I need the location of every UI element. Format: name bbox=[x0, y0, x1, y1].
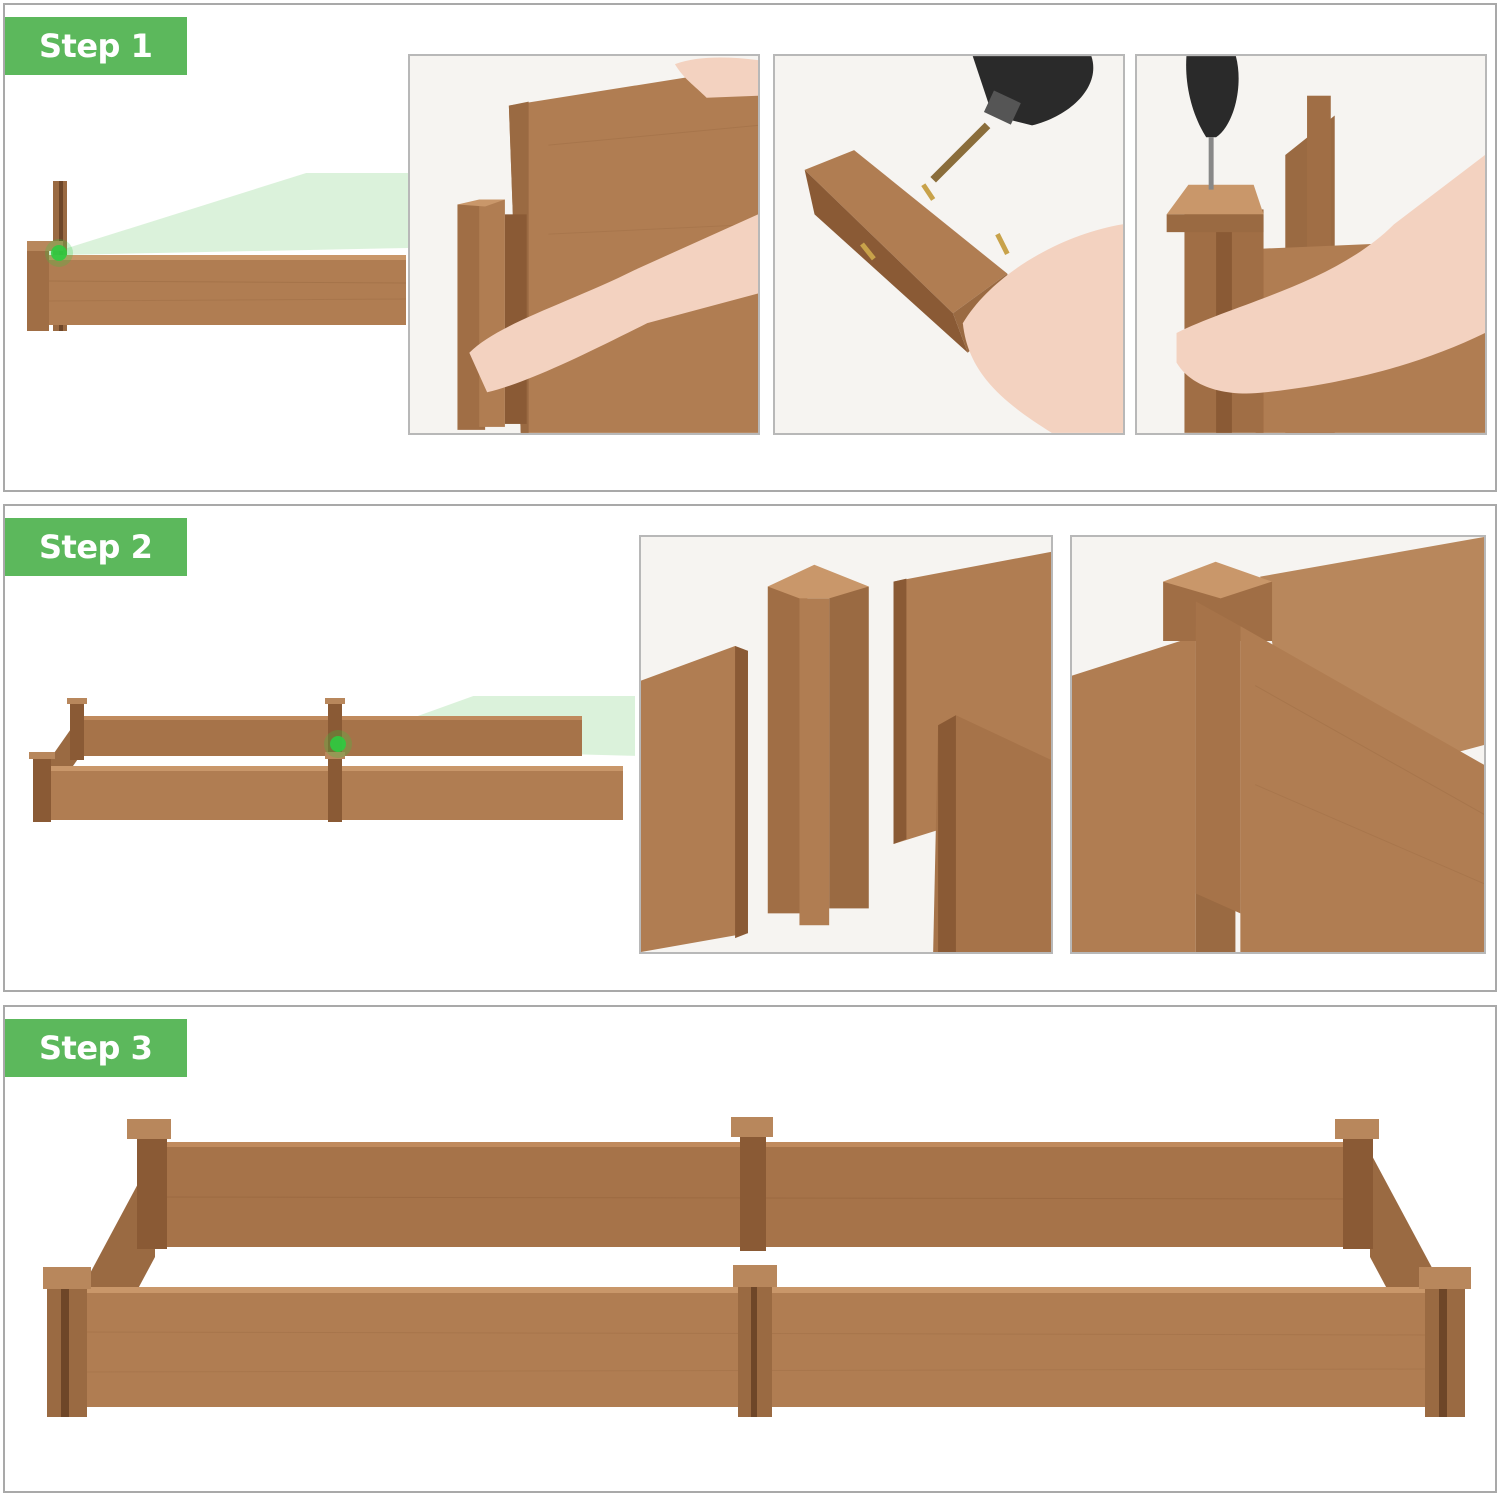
hand-icon bbox=[1176, 155, 1485, 394]
hand-icon bbox=[962, 224, 1123, 433]
step-1-photo-insert-board bbox=[408, 54, 760, 435]
step-2-photo-assembled-joint bbox=[1070, 535, 1486, 954]
green-dot-icon bbox=[330, 736, 346, 752]
screw-icon bbox=[860, 183, 1010, 261]
step-1-panel: Step 1 bbox=[3, 3, 1497, 492]
step-3-badge: Step 3 bbox=[5, 1019, 187, 1077]
drill-icon bbox=[1186, 56, 1239, 138]
step-3-panel: Step 3 bbox=[3, 1005, 1497, 1493]
step-3-completed-bed-illustration bbox=[35, 1107, 1475, 1427]
green-dot-icon bbox=[51, 245, 67, 261]
step-1-badge: Step 1 bbox=[5, 17, 187, 75]
step-1-photo-attach-cap bbox=[1135, 54, 1487, 435]
step-1-photo-drill-screws bbox=[773, 54, 1125, 435]
hand-icon bbox=[469, 214, 758, 393]
step-1-overview-illustration bbox=[23, 173, 408, 333]
step-2-badge: Step 2 bbox=[5, 518, 187, 576]
step-2-overview-illustration bbox=[25, 696, 635, 826]
step-2-photo-exploded-parts bbox=[639, 535, 1053, 954]
step-2-panel: Step 2 bbox=[3, 504, 1497, 992]
